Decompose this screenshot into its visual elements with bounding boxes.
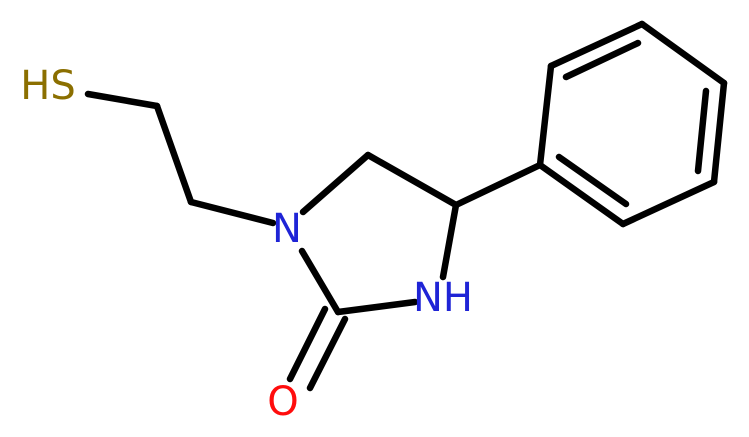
atom-labels: HS N NH O [20, 63, 473, 425]
hs-ch2-bond [84, 90, 161, 110]
phenyl-ring-bond-6 [536, 161, 627, 228]
ring-nh-carbonyl-bond [334, 298, 419, 316]
carbonyl-double-bond-2 [306, 315, 349, 392]
phenyl-inner-double-1 [562, 39, 642, 81]
phenyl-ring-bond-4 [710, 79, 728, 186]
phenyl-ring-bond-3 [638, 20, 728, 87]
ring-amine-label: NH [413, 275, 473, 321]
phenyl-ring-bond-1 [536, 62, 555, 169]
phenyl-link-bond [452, 161, 544, 209]
ring-nitrogen-label: N [272, 206, 302, 252]
ethyl-chain-bond [153, 102, 195, 206]
phenyl-ring-bond-5 [619, 178, 718, 228]
thiol-label: HS [20, 63, 75, 109]
ring-ch2-chph-bond [364, 151, 460, 209]
carbonyl-double-bond-1 [286, 305, 329, 383]
ring-n-ch2-bond [299, 151, 372, 216]
ch2-n-bond [187, 198, 277, 227]
phenyl-inner-double-3 [555, 153, 630, 208]
bonds [84, 20, 728, 392]
phenyl-ring-bond-2 [547, 20, 646, 70]
ring-chph-nh-bond [439, 201, 460, 281]
phenyl-inner-double-2 [694, 87, 710, 175]
carbonyl-oxygen-label: O [267, 379, 298, 425]
ring-carbonyl-n-bond [298, 247, 342, 316]
